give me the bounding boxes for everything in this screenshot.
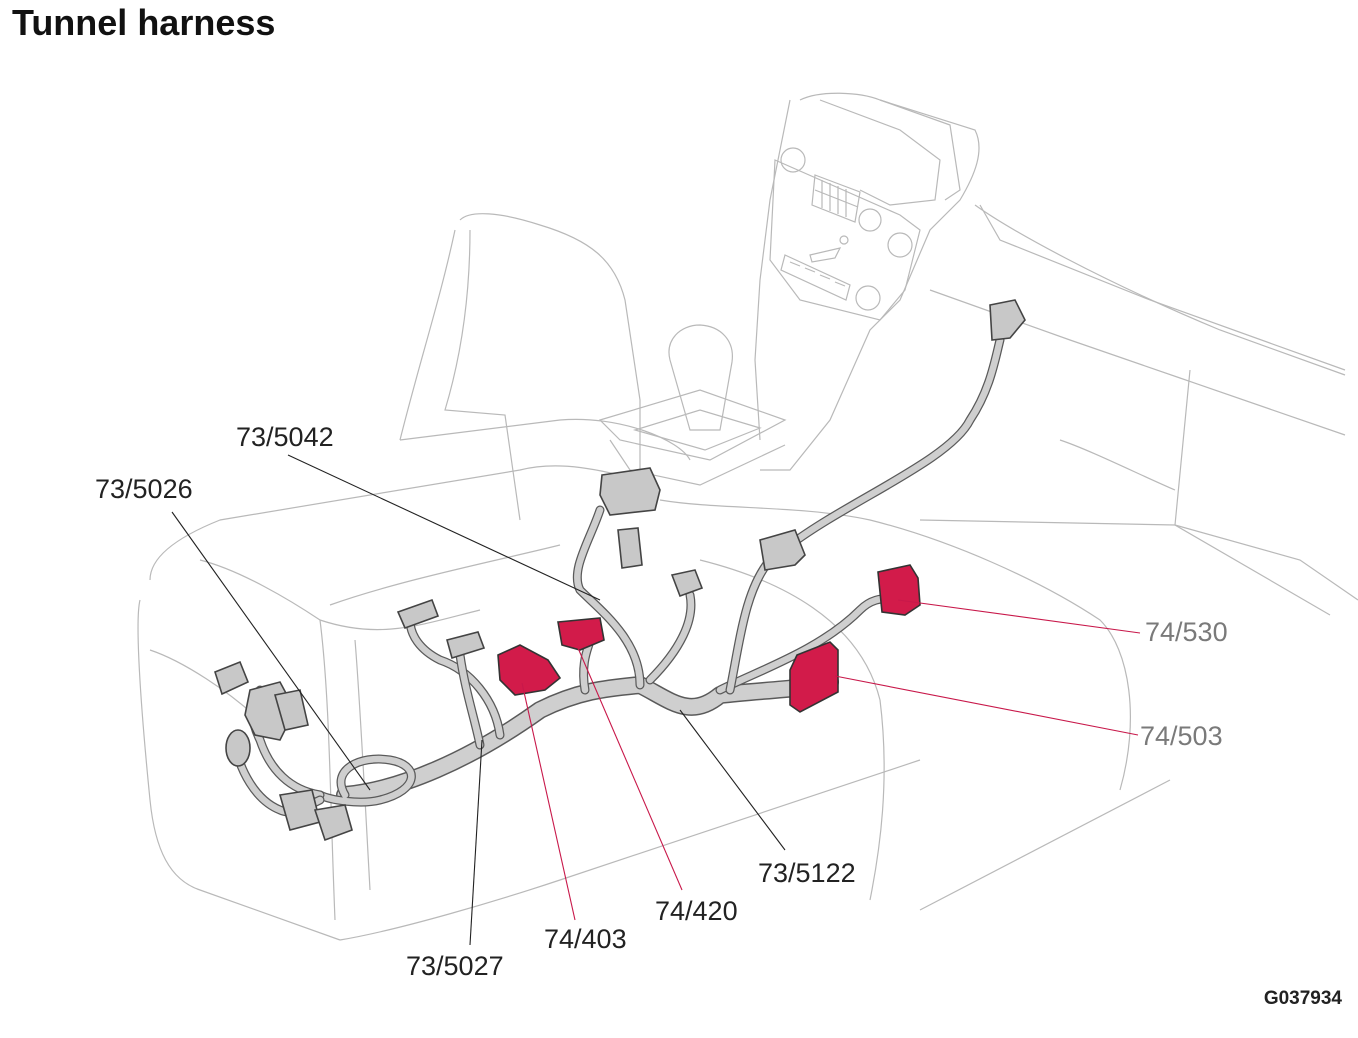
leader-lines	[171, 454, 1141, 946]
label-74-420: 74/420	[655, 896, 738, 926]
callout-labels: 73/5042 73/5026 73/5027 74/403 74/420 73…	[95, 422, 1228, 981]
connector-73-5027-a	[396, 598, 440, 630]
leader-74-403	[521, 682, 576, 921]
leader-74-503	[834, 675, 1139, 736]
label-74-530: 74/530	[1145, 617, 1228, 647]
label-74-403: 74/403	[544, 924, 627, 954]
connector-left-d	[225, 729, 251, 767]
leader-73-5026	[171, 511, 371, 791]
label-74-503: 74/503	[1140, 721, 1223, 751]
leader-73-5122	[679, 709, 786, 851]
connector-top-right	[989, 299, 1026, 341]
connector-73-5042-housing	[599, 467, 661, 516]
label-73-5027: 73/5027	[406, 951, 504, 981]
connector-73-5042-plug	[617, 527, 643, 569]
connector-left-f	[313, 804, 353, 842]
connector-74-530	[877, 564, 921, 616]
main-harness	[230, 335, 1005, 817]
connector-clip	[759, 529, 806, 571]
page-title: Tunnel harness	[12, 2, 276, 43]
connector-74-403	[497, 644, 562, 696]
connector-left-c	[273, 689, 309, 731]
leader-74-420	[577, 647, 683, 891]
connector-73-5027-b	[446, 631, 486, 660]
label-73-5042: 73/5042	[236, 422, 334, 452]
red-connectors	[497, 564, 921, 713]
label-73-5122: 73/5122	[758, 858, 856, 888]
connector-74-420	[557, 617, 605, 651]
connector-left-a	[214, 660, 250, 696]
connector-74-503	[789, 641, 839, 713]
figure-id: G037934	[1263, 988, 1342, 1009]
connector-left-e	[278, 789, 321, 831]
leader-73-5042	[287, 454, 601, 601]
grey-connectors	[214, 299, 1026, 842]
leader-73-5027	[469, 739, 483, 946]
connector-small-right	[670, 569, 704, 598]
leader-74-530	[897, 599, 1141, 634]
label-73-5026: 73/5026	[95, 474, 193, 504]
